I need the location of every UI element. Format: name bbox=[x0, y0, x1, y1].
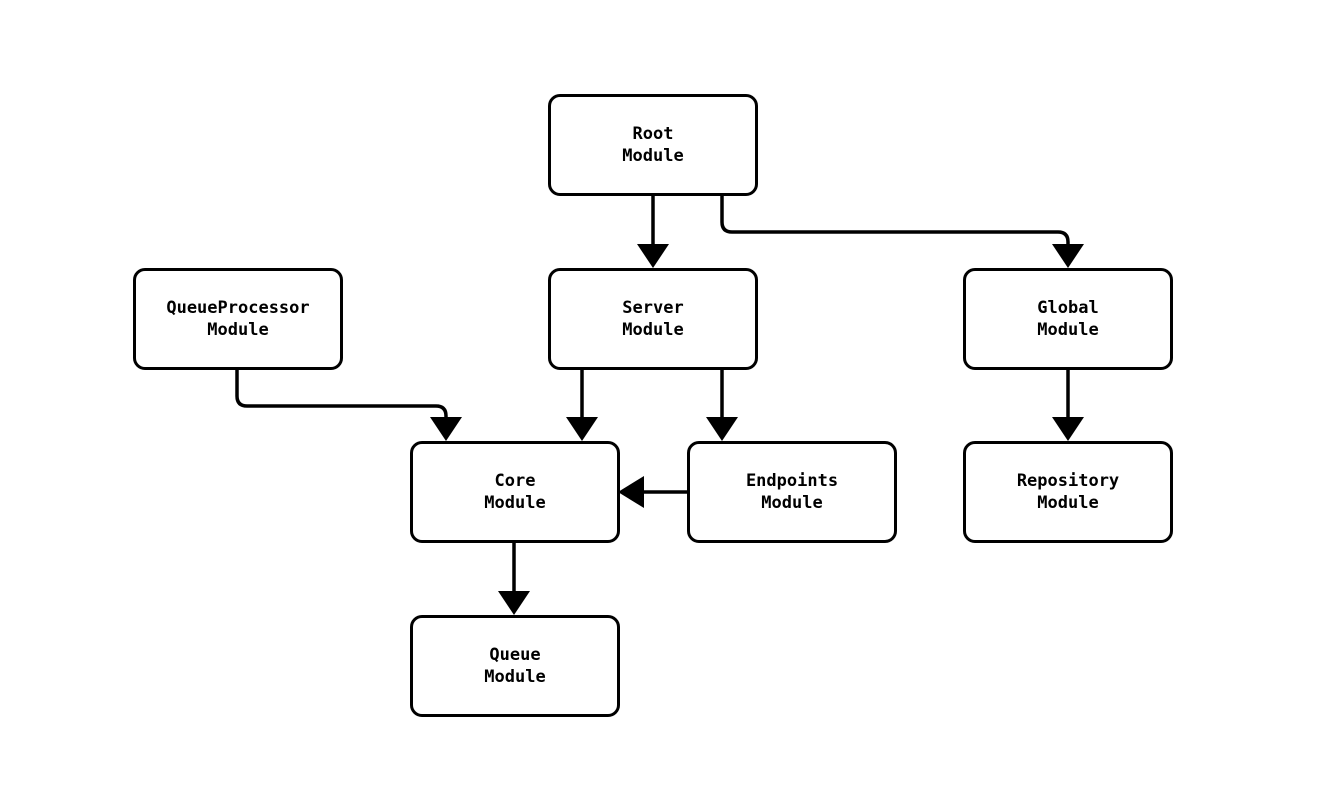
edge-core-to-queue bbox=[498, 543, 530, 615]
edge-queueprocessor-to-core bbox=[235, 370, 462, 441]
node-label: Root Module bbox=[622, 124, 684, 166]
node-server-module[interactable]: Server Module bbox=[548, 268, 758, 370]
node-label: Server Module bbox=[622, 298, 684, 340]
node-label: Queue Module bbox=[484, 645, 546, 687]
edge-server-to-core bbox=[566, 370, 598, 441]
node-queue-module[interactable]: Queue Module bbox=[410, 615, 620, 717]
arrowhead-down bbox=[706, 417, 738, 441]
edge-server-to-endpoints bbox=[706, 370, 738, 441]
node-label: QueueProcessor Module bbox=[166, 298, 310, 340]
edge-line bbox=[720, 196, 1070, 252]
arrowhead-down bbox=[1052, 417, 1084, 441]
edge-global-to-repository bbox=[1052, 370, 1084, 441]
arrowhead-down bbox=[498, 591, 530, 615]
edge-root-to-server bbox=[637, 196, 669, 268]
node-label: Global Module bbox=[1037, 298, 1099, 340]
node-label: Endpoints Module bbox=[745, 471, 839, 513]
arrowhead-down bbox=[566, 417, 598, 441]
node-endpoints-module[interactable]: Endpoints Module bbox=[687, 441, 897, 543]
arrowhead-down bbox=[430, 417, 462, 441]
arrowhead-down bbox=[637, 244, 669, 268]
node-label: Repository Module bbox=[1016, 471, 1120, 513]
arrowhead-down bbox=[1052, 244, 1084, 268]
node-queueprocessor-module[interactable]: QueueProcessor Module bbox=[133, 268, 343, 370]
edge-line bbox=[235, 370, 448, 425]
edge-root-to-global bbox=[720, 196, 1084, 268]
node-core-module[interactable]: Core Module bbox=[410, 441, 620, 543]
edge-endpoints-to-core bbox=[618, 476, 687, 508]
node-repository-module[interactable]: Repository Module bbox=[963, 441, 1173, 543]
arrowhead-left bbox=[618, 476, 644, 508]
node-label: Core Module bbox=[484, 471, 546, 513]
node-root-module[interactable]: Root Module bbox=[548, 94, 758, 196]
node-global-module[interactable]: Global Module bbox=[963, 268, 1173, 370]
